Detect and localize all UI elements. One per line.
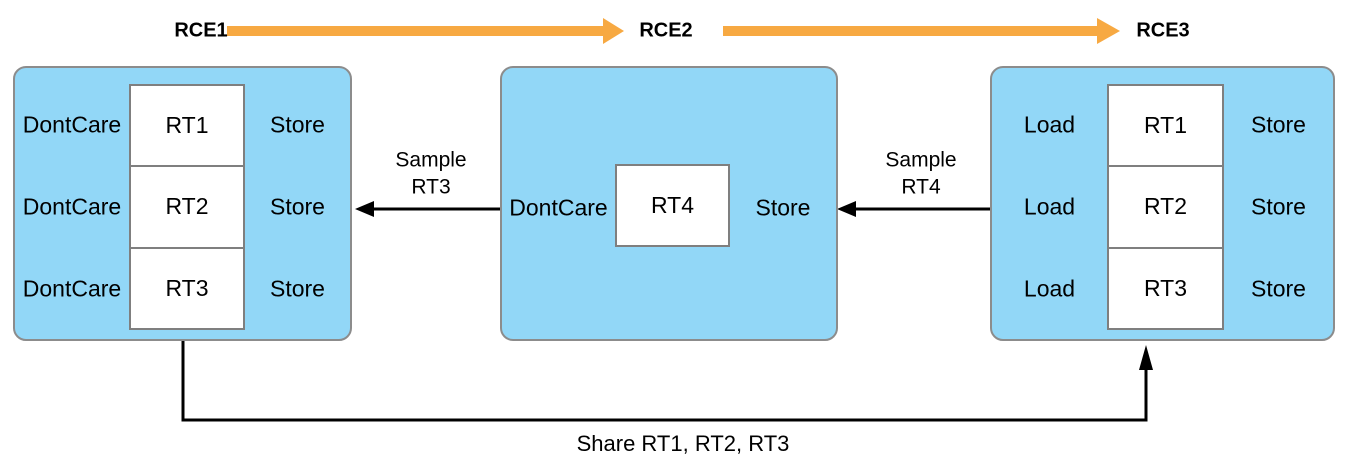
rce1-dontcare-label: DontCare bbox=[22, 193, 122, 220]
arrow-rce2-to-rce3 bbox=[723, 18, 1120, 44]
sample-rt4-label: Sample RT4 bbox=[885, 147, 956, 202]
stage-label-rce2: RCE2 bbox=[639, 19, 693, 42]
rce3-load-label: Load bbox=[1023, 193, 1076, 220]
rce3-box: Load Load Load RT1 RT2 RT3 Store Store S… bbox=[990, 66, 1335, 341]
rce3-load-label: Load bbox=[1023, 111, 1076, 138]
rce2-store-label: Store bbox=[755, 194, 811, 221]
rce3-store-label: Store bbox=[1251, 193, 1306, 220]
rce2-rendertarget-stack: RT4 bbox=[615, 164, 730, 247]
rce3-rendertarget-stack: RT1 RT2 RT3 bbox=[1107, 84, 1224, 330]
rce3-store-label: Store bbox=[1251, 275, 1306, 302]
rce1-rt2-cell: RT2 bbox=[131, 167, 243, 249]
rce1-rt1-cell: RT1 bbox=[131, 86, 243, 168]
rce3-store-label: Store bbox=[1251, 111, 1306, 138]
rce1-box: DontCare DontCare DontCare RT1 RT2 RT3 S… bbox=[13, 66, 352, 341]
stage-label-rce3: RCE3 bbox=[1136, 19, 1190, 42]
rce3-rt2-cell: RT2 bbox=[1109, 167, 1222, 249]
arrow-sample-rt4 bbox=[837, 201, 990, 217]
rce3-rt3-cell: RT3 bbox=[1109, 248, 1222, 328]
rce3-rt1-cell: RT1 bbox=[1109, 86, 1222, 168]
rce1-rt3-cell: RT3 bbox=[131, 248, 243, 328]
rce2-rt4-cell: RT4 bbox=[617, 166, 728, 245]
sample-rt4-label-line1: Sample bbox=[885, 148, 957, 172]
rce1-dontcare-label: DontCare bbox=[22, 111, 122, 138]
rce1-store-label: Store bbox=[270, 111, 325, 138]
rce1-store-label: Store bbox=[270, 275, 325, 302]
rce1-dontcare-label: DontCare bbox=[22, 275, 122, 302]
arrow-sample-rt3 bbox=[355, 201, 500, 217]
rce1-store-label: Store bbox=[270, 193, 325, 220]
share-label: Share RT1, RT2, RT3 bbox=[576, 431, 790, 456]
arrow-share-rt1-rt2-rt3 bbox=[181, 341, 1153, 422]
arrow-rce1-to-rce2 bbox=[227, 18, 624, 44]
stage-label-rce1: RCE1 bbox=[174, 19, 228, 42]
sample-rt4-label-line2: RT4 bbox=[901, 176, 941, 199]
sample-rt3-label: Sample RT3 bbox=[395, 147, 466, 202]
rce2-dontcare-label: DontCare bbox=[509, 194, 608, 221]
rce3-load-label: Load bbox=[1023, 275, 1076, 302]
rce2-box: DontCare RT4 Store bbox=[500, 66, 838, 341]
rce1-rendertarget-stack: RT1 RT2 RT3 bbox=[129, 84, 245, 330]
sample-rt3-label-line2: RT3 bbox=[411, 176, 451, 199]
sample-rt3-label-line1: Sample bbox=[395, 148, 467, 172]
